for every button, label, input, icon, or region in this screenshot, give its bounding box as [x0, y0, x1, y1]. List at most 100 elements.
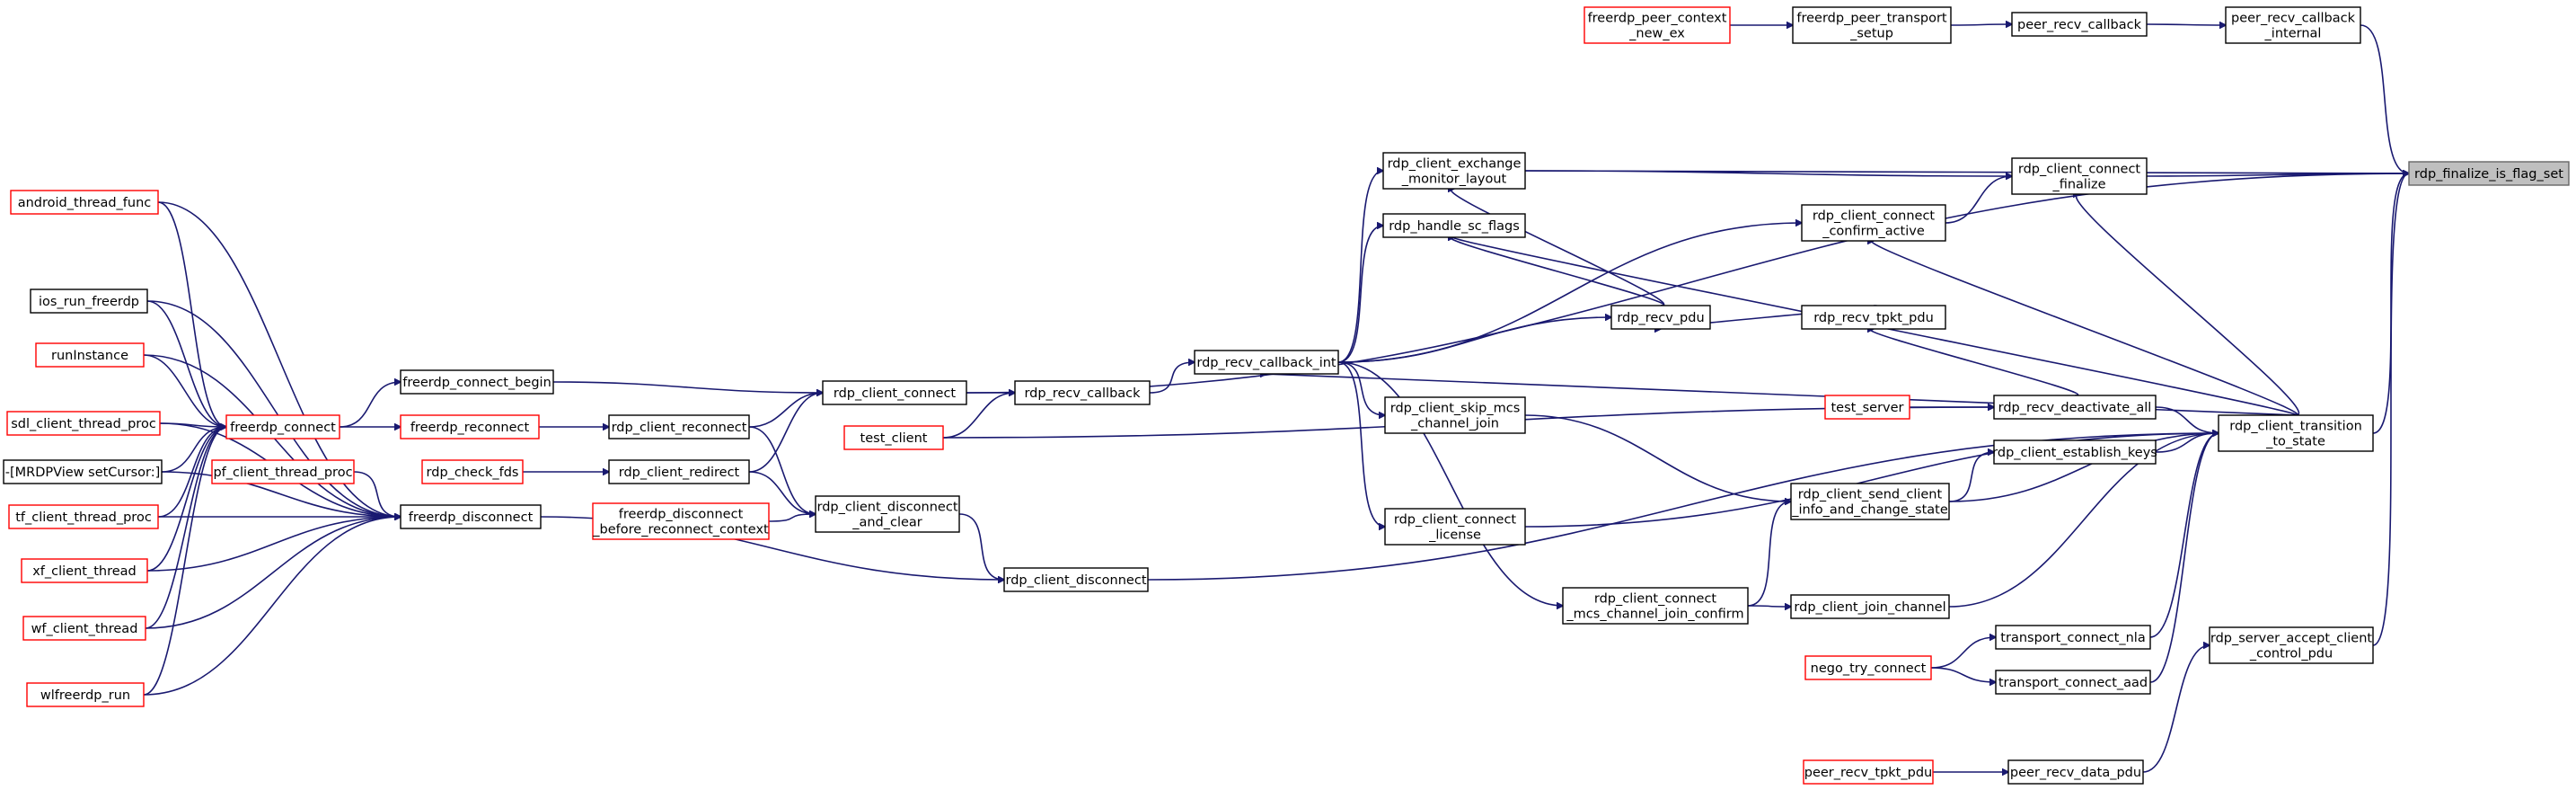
node-label: wf_client_thread: [31, 622, 138, 636]
node-fcb[interactable]: freerdp_connect_begin: [400, 369, 554, 395]
node-wct[interactable]: wf_client_thread: [22, 616, 146, 641]
node-label: _finalize: [2051, 178, 2105, 192]
node-rcek[interactable]: rdp_client_establish_keys: [1992, 439, 2157, 465]
node-fpts[interactable]: freerdp_peer_transport_setup: [1792, 6, 1952, 44]
edge-prc_internal-to-target: [2360, 24, 2409, 173]
node-box: [2011, 12, 2148, 37]
edge-rrci-to-rcl: [1337, 361, 1385, 527]
node-prdp[interactable]: peer_recv_data_pdu: [2007, 759, 2144, 785]
node-rcca[interactable]: rdp_client_connect_confirm_active: [1801, 204, 1946, 242]
node-label: freerdp_connect: [230, 421, 336, 435]
edge-rcca-to-rcf: [1945, 176, 2012, 224]
edge-rrci-to-rcca: [1337, 223, 1802, 363]
node-label: freerdp_disconnect: [619, 508, 744, 522]
node-wfr[interactable]: wlfreerdp_run: [26, 682, 145, 707]
node-rsacp[interactable]: rdp_server_accept_client_control_pdu: [2209, 626, 2374, 664]
node-rcf2[interactable]: rdp_check_fds: [421, 459, 524, 484]
node-frc[interactable]: freerdp_reconnect: [400, 414, 540, 439]
node-rcl[interactable]: rdp_client_connect_license: [1384, 508, 1526, 546]
node-label: peer_recv_callback: [2231, 12, 2356, 26]
node-mrdp[interactable]: -[MRDPView setCursor:]: [3, 459, 163, 484]
node-tcn[interactable]: transport_connect_nla: [1995, 625, 2151, 650]
node-rcts[interactable]: rdp_client_transition_to_state: [2218, 414, 2374, 452]
node-prtp[interactable]: peer_recv_tpkt_pdu: [1803, 759, 1934, 785]
edge-irf-to-fd: [146, 300, 401, 517]
edge-wct-to-fc: [145, 427, 226, 629]
node-rcsmj[interactable]: rdp_client_skip_mcs_channel_join: [1384, 396, 1526, 434]
node-label: rdp_client_connect: [1594, 592, 1717, 607]
node-label: rdp_recv_deactivate_all: [1998, 401, 2152, 415]
node-ts[interactable]: test_server: [1824, 395, 1910, 420]
node-atf[interactable]: android_thread_func: [10, 190, 159, 215]
node-rhsf[interactable]: rdp_handle_sc_flags: [1382, 213, 1526, 238]
node-pctp[interactable]: pf_client_thread_proc: [211, 459, 355, 484]
edge-fdbrc-to-rcdc: [768, 514, 816, 522]
edge-tcn-to-rcts: [2149, 433, 2219, 638]
node-rcr[interactable]: rdp_client_reconnect: [608, 414, 750, 439]
node-label: rdp_client_exchange: [1388, 157, 1522, 172]
node-box: [1562, 587, 1749, 625]
node-ri[interactable]: runInstance: [35, 342, 145, 368]
node-tca[interactable]: transport_connect_aad: [1995, 670, 2151, 695]
node-sctp[interactable]: sdl_client_thread_proc: [6, 411, 161, 436]
node-rcd[interactable]: rdp_client_disconnect: [1003, 567, 1149, 592]
edge-rrci-to-rcsmj: [1337, 361, 1385, 415]
edge-tctp-to-fc: [157, 427, 226, 518]
edge-rrci-to-rcmcjc: [1337, 361, 1563, 606]
node-fdbrc[interactable]: freerdp_disconnect_before_reconnect_cont…: [592, 502, 770, 540]
node-label: rdp_handle_sc_flags: [1389, 219, 1520, 234]
node-box: [822, 380, 967, 405]
node-prc[interactable]: peer_recv_callback: [2011, 12, 2148, 37]
node-rrda[interactable]: rdp_recv_deactivate_all: [1993, 395, 2157, 420]
edge-rrda-to-rcts: [2155, 406, 2219, 433]
node-tctp[interactable]: tf_client_thread_proc: [8, 504, 159, 529]
edge-wct-to-fd: [145, 517, 401, 629]
edges: [143, 24, 2409, 772]
node-rcdc[interactable]: rdp_client_disconnect_and_clear: [815, 495, 960, 533]
nodes: rdp_finalize_is_flag_set peer_recv_callba…: [3, 6, 2570, 785]
node-rrp[interactable]: rdp_recv_pdu: [1610, 305, 1711, 330]
node-xct[interactable]: xf_client_thread: [21, 558, 148, 583]
node-rrtp[interactable]: rdp_recv_tpkt_pdu: [1801, 305, 1946, 330]
node-fpcne[interactable]: freerdp_peer_context_new_ex: [1584, 6, 1731, 44]
edge-atf-to-fd: [157, 201, 401, 517]
node-fc[interactable]: freerdp_connect: [225, 414, 340, 439]
node-box: [1003, 567, 1149, 592]
node-box: [815, 495, 960, 533]
node-label: rdp_client_connect: [1394, 513, 1517, 528]
node-target[interactable]: rdp_finalize_is_flag_set: [2408, 161, 2570, 186]
node-rcmcjc[interactable]: rdp_client_connect_mcs_channel_join_conf…: [1562, 587, 1749, 625]
node-fd[interactable]: freerdp_disconnect: [400, 504, 542, 529]
node-box: [211, 459, 355, 484]
node-rcjc[interactable]: rdp_client_join_channel: [1790, 594, 1950, 619]
node-label: transport_connect_nla: [2000, 631, 2145, 645]
node-label: rdp_client_join_channel: [1794, 600, 1945, 615]
node-rcsci[interactable]: rdp_client_send_client_info_and_change_s…: [1790, 483, 1950, 520]
node-box: [2408, 161, 2570, 186]
node-rrci[interactable]: rdp_recv_callback_int: [1194, 350, 1339, 375]
node-ntc[interactable]: nego_try_connect: [1804, 655, 1932, 680]
node-box: [2218, 414, 2374, 452]
edge-rcr-to-rcc: [748, 393, 823, 428]
edge-rcts-to-rcca: [1872, 241, 2298, 416]
node-label: freerdp_connect_begin: [402, 376, 551, 390]
edge-rrc-to-rrci: [1149, 362, 1195, 394]
node-tc[interactable]: test_client: [843, 425, 944, 450]
node-label: runInstance: [51, 349, 128, 363]
node-label: wlfreerdp_run: [40, 688, 130, 703]
node-rcrd[interactable]: rdp_client_redirect: [608, 459, 750, 484]
edge-wfr-to-fd: [143, 517, 401, 696]
edge-pctp-to-fd: [353, 471, 401, 517]
node-label: freerdp_peer_context: [1588, 12, 1727, 26]
node-label: xf_client_thread: [32, 564, 137, 579]
node-label: nego_try_connect: [1811, 661, 1927, 676]
node-rcem[interactable]: rdp_client_exchange_monitor_layout: [1382, 152, 1526, 190]
node-rrc[interactable]: rdp_recv_callback: [1014, 380, 1151, 405]
node-box: [1382, 152, 1526, 190]
node-rcf[interactable]: rdp_client_connect_finalize: [2011, 157, 2148, 195]
node-prc_internal[interactable]: peer_recv_callback_internal: [2225, 6, 2361, 44]
node-rcc[interactable]: rdp_client_connect: [822, 380, 967, 405]
node-irf[interactable]: ios_run_freerdp: [30, 288, 148, 314]
node-label: _and_clear: [851, 516, 922, 530]
node-label: sdl_client_thread_proc: [11, 417, 156, 431]
